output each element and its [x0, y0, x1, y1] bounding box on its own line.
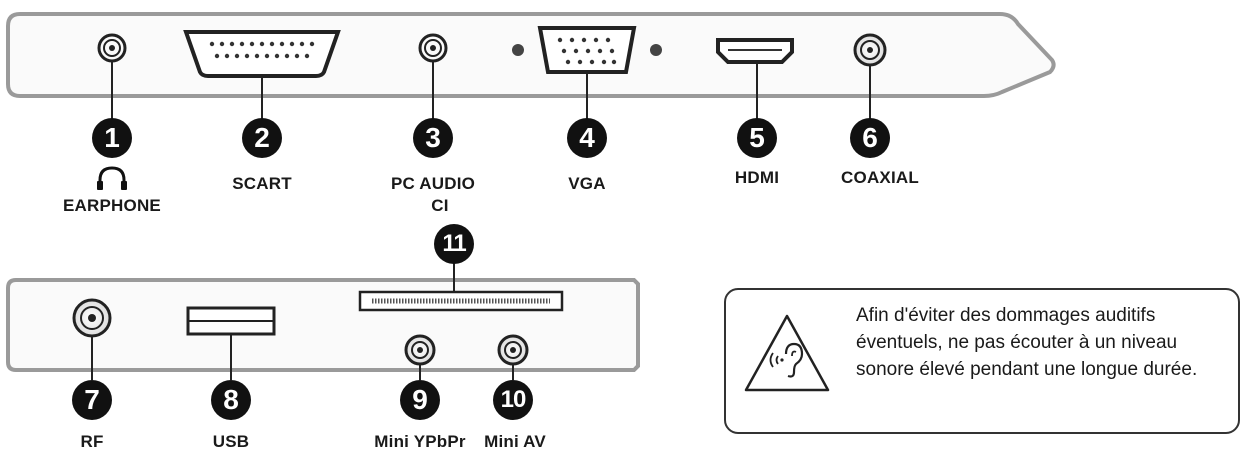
badge-4: 4 [567, 118, 607, 158]
badge-3: 3 [413, 118, 453, 158]
label-mini-av: Mini AV [484, 432, 546, 451]
top-panel [6, 12, 1056, 98]
mini-ypbpr-jack [404, 334, 436, 380]
label-earphone: EARPHONE [63, 196, 161, 215]
usb-port [186, 306, 276, 380]
label-scart: SCART [232, 174, 292, 193]
label-rf: RF [80, 432, 104, 451]
badge-11: 11 [434, 224, 474, 264]
label-coaxial: COAXIAL [841, 168, 919, 187]
mini-av-jack [497, 334, 529, 380]
rf-jack [72, 298, 112, 380]
label-pc-audio: PC AUDIO [390, 174, 476, 193]
ci-slot [358, 262, 564, 312]
badge-2: 2 [242, 118, 282, 158]
badge-7: 7 [72, 380, 112, 420]
hearing-warning-box: Afin d'éviter des dommages auditifs éven… [724, 288, 1240, 434]
hearing-warning-icon [744, 314, 830, 392]
headphone-icon [97, 166, 127, 190]
scart-connector [183, 30, 341, 120]
hdmi-connector [716, 38, 794, 120]
badge-9: 9 [400, 380, 440, 420]
badge-1: 1 [92, 118, 132, 158]
label-hdmi: HDMI [734, 168, 780, 187]
badge-10: 10 [493, 380, 533, 420]
label-usb: USB [212, 432, 250, 451]
badge-8: 8 [211, 380, 251, 420]
label-mini-ypbpr: Mini YPbPr [374, 432, 466, 451]
earphone-jack [97, 33, 127, 120]
label-vga: VGA [568, 174, 606, 193]
badge-5: 5 [737, 118, 777, 158]
warning-text: Afin d'éviter des dommages auditifs éven… [856, 305, 1198, 380]
coaxial-jack [853, 33, 887, 120]
label-ci: CI [431, 196, 449, 215]
pc-audio-jack [418, 33, 448, 120]
vga-connector [512, 26, 662, 120]
badge-6: 6 [850, 118, 890, 158]
